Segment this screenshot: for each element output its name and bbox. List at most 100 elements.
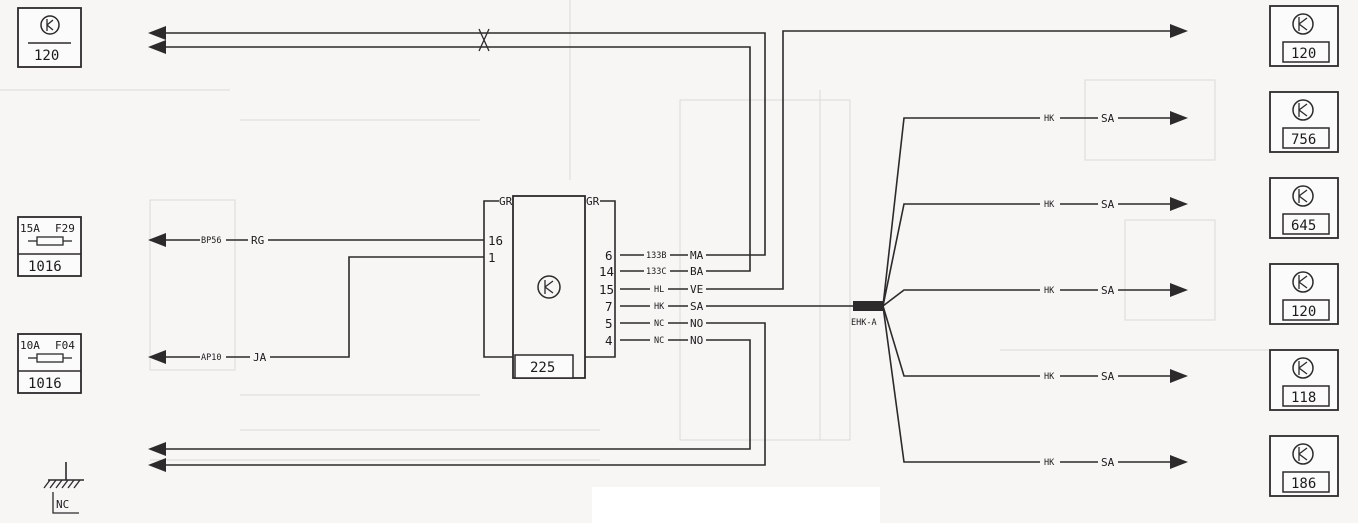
- branch-code: HK: [1044, 114, 1055, 124]
- blank-patch: [592, 487, 880, 523]
- pin-code: HL: [654, 285, 664, 295]
- fuse-id: F04: [55, 339, 75, 352]
- arrow-right-icon: [1170, 369, 1188, 383]
- right-ref-number: 120: [1291, 304, 1316, 320]
- fuse-rating: 10A: [20, 339, 40, 352]
- ground-label-frame: [52, 492, 79, 514]
- pin-color: NO: [690, 334, 703, 347]
- branch-color: SA: [1101, 370, 1115, 383]
- pin-code: 133C: [646, 267, 666, 277]
- twist-icon: [478, 28, 490, 52]
- relay-icon: [1292, 443, 1314, 465]
- right-ref-box: 118: [1269, 349, 1339, 411]
- module-pin: 1: [488, 250, 496, 265]
- fuse-box-1: 15A F29 1016: [17, 216, 82, 277]
- right-ref-box: 756: [1269, 91, 1339, 153]
- module-right-label: GR: [586, 195, 600, 208]
- relay-icon: [1292, 185, 1314, 207]
- pin-code: NC: [654, 319, 664, 329]
- branch-4: HK SA: [1044, 369, 1188, 383]
- left-ref-top-number: 120: [34, 48, 59, 64]
- ground-symbol: NC: [43, 462, 84, 514]
- module-ref: 225: [530, 360, 555, 376]
- right-ref-number: 645: [1291, 218, 1316, 234]
- left-wire-rg: BP56 RG 16: [148, 233, 503, 248]
- arrow-left-icon: [148, 458, 166, 472]
- arrow-right-icon: [1170, 283, 1188, 297]
- arrow-right-icon: [1170, 455, 1188, 469]
- branch-3: HK SA: [1044, 283, 1188, 297]
- left-ref-box-top: 120: [17, 7, 82, 68]
- pin-code: NC: [654, 336, 664, 346]
- arrow-right-icon: [1170, 111, 1188, 125]
- pin-color: MA: [690, 249, 704, 262]
- branch-5: HK SA: [1044, 455, 1188, 469]
- right-ref-number: 186: [1291, 476, 1316, 492]
- branch-1: HK SA: [1044, 111, 1188, 125]
- right-ref-box: 120: [1269, 5, 1339, 67]
- branch-code: HK: [1044, 286, 1055, 296]
- module-left-label: GR: [499, 195, 513, 208]
- pin-number: 15: [599, 282, 614, 297]
- branch-code: HK: [1044, 372, 1055, 382]
- fuse-rating: 15A: [20, 222, 40, 235]
- splice-label: EHK-A: [851, 318, 877, 328]
- left-wire-ja: AP10 JA 1: [148, 250, 496, 364]
- wire-code: AP10: [201, 353, 221, 363]
- branch-color: SA: [1101, 284, 1115, 297]
- pin-number: 7: [605, 299, 613, 314]
- top-wire-pair: [148, 26, 766, 272]
- branch-color: SA: [1101, 112, 1115, 125]
- relay-icon: [1292, 357, 1314, 379]
- arrow-right-icon: [1170, 197, 1188, 211]
- splice-ehk-a: EHK-A: [851, 117, 1040, 463]
- module-pin: 16: [488, 233, 503, 248]
- transistor-symbol-icon: [537, 275, 561, 299]
- branch-color: SA: [1101, 456, 1115, 469]
- relay-icon: [1292, 271, 1314, 293]
- arrow-left-icon: [148, 442, 166, 456]
- relay-icon: [1292, 99, 1314, 121]
- module-ref-frame: [514, 354, 574, 379]
- module-225: GR GR 225: [483, 195, 616, 379]
- fuse-id: F29: [55, 222, 75, 235]
- module-body: [512, 195, 586, 379]
- right-ref-box: 645: [1269, 177, 1339, 239]
- arrow-left-icon: [148, 40, 166, 54]
- pin-number: 4: [605, 333, 613, 348]
- pin-number: 6: [605, 248, 613, 263]
- pin-color: NO: [690, 317, 703, 330]
- right-ref-number: 118: [1291, 390, 1316, 406]
- arrow-left-icon: [148, 26, 166, 40]
- pin-color: BA: [690, 265, 704, 278]
- relay-icon: [40, 15, 60, 35]
- arrow-left-icon: [148, 350, 166, 364]
- module-right-pins: 6 133B MA 14 133C BA 15 HL VE 7 HK SA 5 …: [164, 248, 855, 466]
- arrow-left-icon: [148, 233, 166, 247]
- branch-code: HK: [1044, 200, 1055, 210]
- pin-code: HK: [654, 302, 665, 312]
- right-ref-number: 756: [1291, 132, 1316, 148]
- fuse-ref: 1016: [28, 259, 62, 275]
- fuse-box-2: 10A F04 1016: [17, 333, 82, 394]
- pin-color: VE: [690, 283, 703, 296]
- splice-block: [853, 301, 883, 311]
- branch-code: HK: [1044, 458, 1055, 468]
- pin-code: 133B: [646, 251, 666, 261]
- pin-color: SA: [690, 300, 704, 313]
- arrow-right-icon: [1170, 24, 1188, 38]
- top-right-wire: [738, 24, 1188, 290]
- transistor-icon: [46, 19, 54, 31]
- right-ref-box: 120: [1269, 263, 1339, 325]
- branch-2: HK SA: [1044, 197, 1188, 211]
- relay-icon: [1292, 13, 1314, 35]
- right-ref-box: 186: [1269, 435, 1339, 497]
- pin-number: 14: [599, 264, 614, 279]
- fuse-ref: 1016: [28, 376, 62, 392]
- right-ref-number: 120: [1291, 46, 1316, 62]
- wire-code: BP56: [201, 236, 221, 246]
- wire-color: RG: [251, 234, 264, 247]
- branch-color: SA: [1101, 198, 1115, 211]
- transistor-icon: [544, 280, 554, 294]
